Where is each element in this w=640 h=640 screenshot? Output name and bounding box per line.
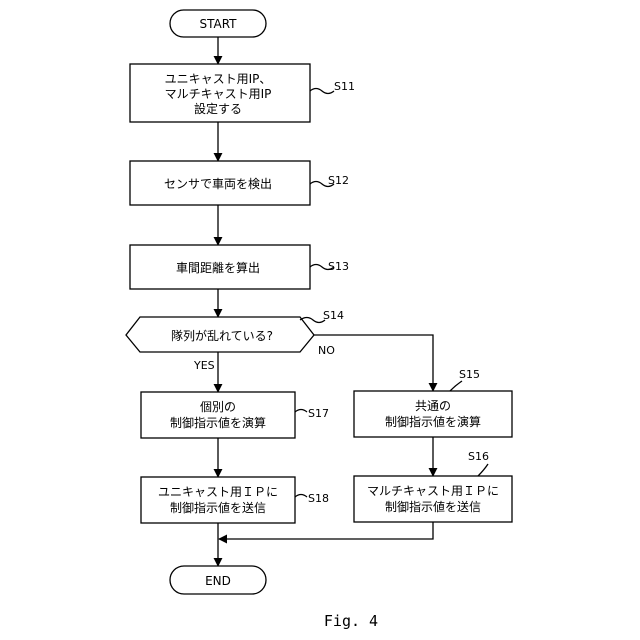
no-label: NO [318,344,335,357]
s11-line-2: マルチキャスト用IP [165,87,272,101]
s18-line-1: ユニキャスト用ＩＰに [158,485,278,499]
s14-step-id: S14 [323,309,344,322]
s14-label: 隊列が乱れている? [171,328,273,343]
s13-label: 車間距離を算出 [176,260,260,275]
s18-line-2: 制御指示値を送信 [170,500,266,515]
end-label: END [205,574,231,588]
start-label: START [199,17,237,31]
s16-line-2: 制御指示値を送信 [385,499,481,514]
s18-step-id: S18 [308,492,329,505]
s11-line-3: 設定する [194,101,242,116]
s16-step-id: S16 [468,450,489,463]
s15-line-2: 制御指示値を演算 [385,414,481,429]
figure-caption: Fig. 4 [324,612,378,630]
s16-leader [478,464,488,476]
s13-step-id: S13 [328,260,349,273]
s12-label: センサで車両を検出 [164,177,272,191]
s15-line-1: 共通の [415,399,451,413]
s11-step-id: S11 [334,80,355,93]
s11-line-1: ユニキャスト用IP、 [165,72,272,86]
s11-leader [310,89,334,94]
s17-line-1: 個別の [200,400,236,414]
arrow-s16-merge [219,522,433,539]
process-s15 [354,391,512,437]
process-s16 [354,476,512,522]
s15-step-id: S15 [459,368,480,381]
s12-step-id: S12 [328,174,349,187]
process-s18 [141,477,295,523]
s17-line-2: 制御指示値を演算 [170,415,266,430]
s18-leader [295,495,307,498]
s15-leader [450,381,462,391]
s17-leader [295,410,307,413]
s16-line-1: マルチキャスト用ＩＰに [367,484,499,498]
process-s17 [141,392,295,438]
s17-step-id: S17 [308,407,329,420]
yes-label: YES [193,359,215,372]
